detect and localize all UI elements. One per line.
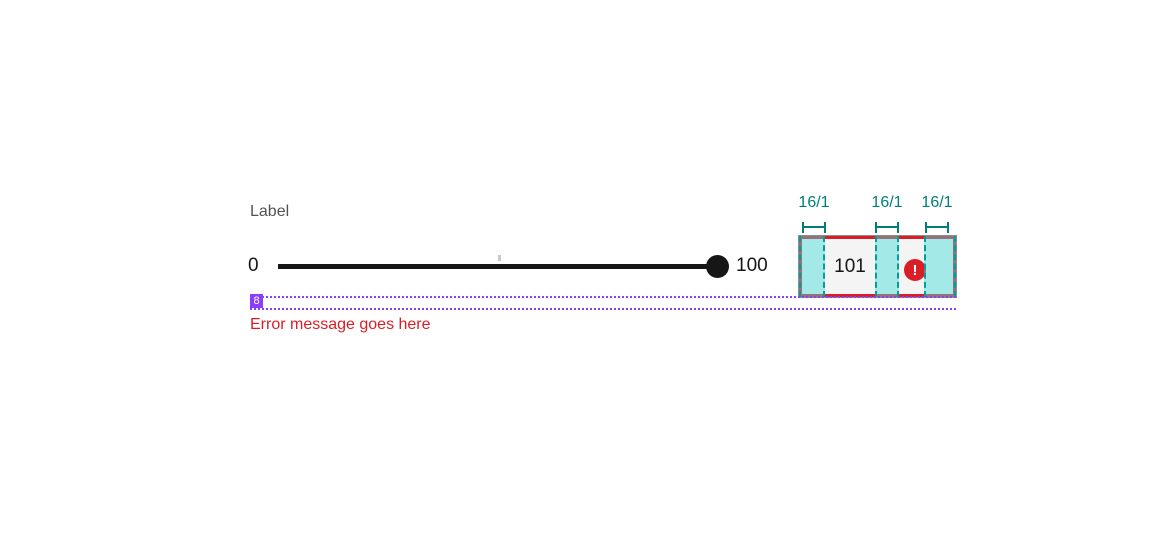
gap-annotation-line-bottom [250,308,956,310]
bracket-bar [804,226,824,228]
padding-overlay-right [924,236,956,297]
measurement-bracket-right [925,222,949,233]
spacing-label-left-padding: 16/1 [798,194,830,211]
bracket-bar [877,226,897,228]
error-message: Error message goes here [250,316,431,333]
spacing-label-right-padding: 16/1 [921,194,953,211]
warning-filled-icon: ! [904,259,926,281]
field-label: Label [250,203,290,220]
slider-track[interactable] [278,264,707,269]
gap-annotation-line-top [250,296,956,298]
number-input-value: 101 [834,255,866,277]
padding-overlay-middle [875,236,899,297]
spacing-label-middle-gap: 16/1 [871,194,903,211]
slider-max-label: 100 [736,255,768,276]
slider-min-label: 0 [248,255,259,276]
padding-overlay-left [799,236,825,297]
measurement-bracket-middle [875,222,899,233]
bracket-bar [927,226,947,228]
measurement-bracket-left [802,222,826,233]
slider-handle[interactable] [706,255,729,278]
number-input[interactable]: 101 ! [798,235,957,298]
slider-midpoint-tick [498,255,501,261]
gap-annotation-badge: 8 [250,294,263,308]
